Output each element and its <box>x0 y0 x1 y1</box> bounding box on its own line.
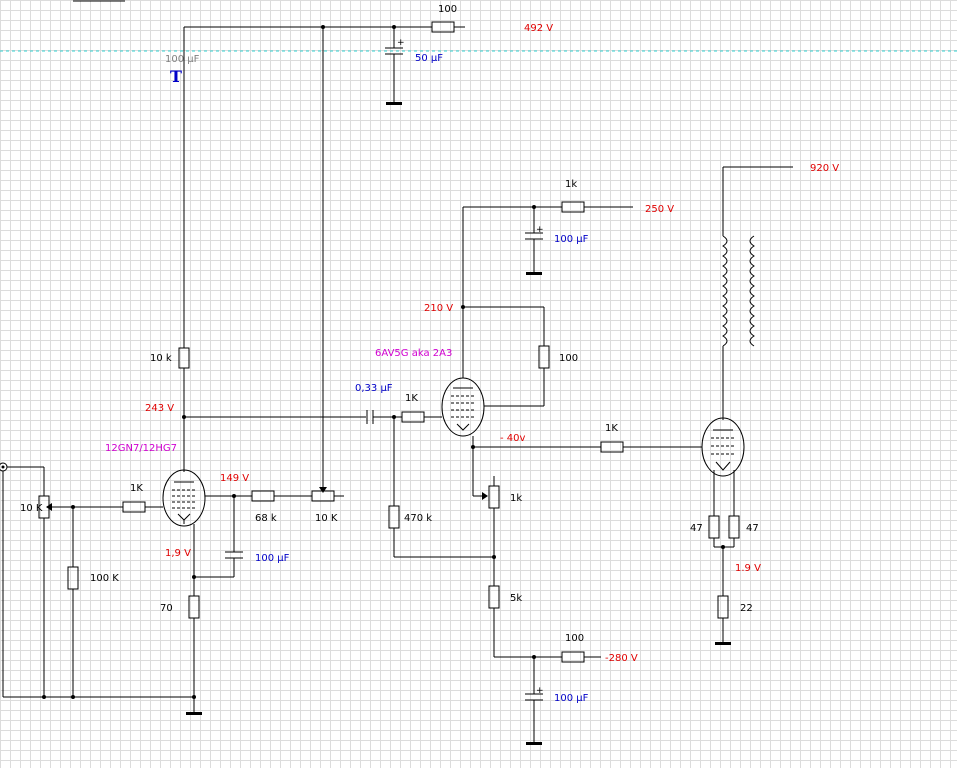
transformer-primary <box>722 235 728 347</box>
label-c100-plate: 100 µF <box>554 234 589 245</box>
label-r100k: 100 K <box>90 573 119 584</box>
label-c100-neg: 100 µF <box>554 693 589 704</box>
label-c100-top: 100 µF <box>165 54 200 65</box>
label-r22: 22 <box>740 603 753 614</box>
label-149v: 149 V <box>220 473 249 484</box>
label-r100-top: 100 <box>438 4 457 15</box>
resistor-47b <box>728 515 740 539</box>
label-r47a: 47 <box>690 523 703 534</box>
label-r1k-grid3: 1K <box>605 423 618 434</box>
label-pot1k: 1k <box>510 493 522 504</box>
resistor-100-bal <box>538 345 550 369</box>
svg-text:+: + <box>536 686 544 696</box>
label-c50: 50 µF <box>415 53 443 64</box>
resistor-100-top <box>431 21 455 33</box>
stage-one <box>46 347 366 715</box>
label-minus280v: -280 V <box>605 653 638 664</box>
t-symbol: T <box>170 67 182 86</box>
label-pot10k-input: 10 K <box>20 503 43 514</box>
input-network <box>0 462 196 699</box>
label-r1k-grid1: 1K <box>130 483 143 494</box>
tube-6av5g <box>441 377 485 437</box>
label-210v: 210 V <box>424 303 453 314</box>
label-r5k: 5k <box>510 593 522 604</box>
stage-two: + + <box>366 201 702 745</box>
label-250v: 250 V <box>645 204 674 215</box>
resistor-100-neg <box>561 651 585 663</box>
tube-12gn7 <box>162 469 206 527</box>
label-pot10k-a: 10 K <box>315 513 338 524</box>
resistor-5k <box>488 585 500 609</box>
resistor-1k-grid3 <box>600 441 624 453</box>
label-minus40v: - 40v <box>500 433 526 444</box>
stage-three <box>701 166 793 645</box>
label-1-9v-a: 1,9 V <box>165 548 191 559</box>
label-r470k: 470 k <box>404 513 432 524</box>
resistor-22 <box>717 595 729 619</box>
resistor-470k <box>388 505 400 529</box>
resistor-1k-plate <box>561 201 585 213</box>
label-r100-neg: 100 <box>565 633 584 644</box>
label-r68k: 68 k <box>255 513 277 524</box>
label-tube1: 12GN7/12HG7 <box>105 443 177 454</box>
label-r70: 70 <box>160 603 173 614</box>
top-rail: + <box>183 21 465 493</box>
tube-output <box>701 417 745 477</box>
label-c033: 0,33 µF <box>355 383 393 394</box>
label-r10k-load: 10 k <box>150 353 172 364</box>
svg-text:+: + <box>397 38 405 48</box>
resistor-10k-load <box>178 347 190 369</box>
label-c100-cath: 100 µF <box>255 553 290 564</box>
label-1-9v-b: 1.9 V <box>735 563 761 574</box>
label-492v: 492 V <box>524 23 553 34</box>
label-243v: 243 V <box>145 403 174 414</box>
resistor-100k <box>67 566 79 590</box>
label-920v: 920 V <box>810 163 839 174</box>
label-r1k-b: 1k <box>565 179 577 190</box>
label-tube2: 6AV5G aka 2A3 <box>375 348 452 359</box>
resistor-68k <box>251 490 275 502</box>
label-r100-bal: 100 <box>559 353 578 364</box>
pot-1k[interactable] <box>488 485 500 509</box>
resistor-70 <box>188 595 200 619</box>
transformer-secondary <box>749 235 755 347</box>
label-r47b: 47 <box>746 523 759 534</box>
resistor-1k-grid2 <box>401 411 425 423</box>
label-r1k-grid2: 1K <box>405 393 418 404</box>
svg-text:+: + <box>536 225 544 235</box>
resistor-47a <box>708 515 720 539</box>
resistor-1k-grid1 <box>122 501 146 513</box>
